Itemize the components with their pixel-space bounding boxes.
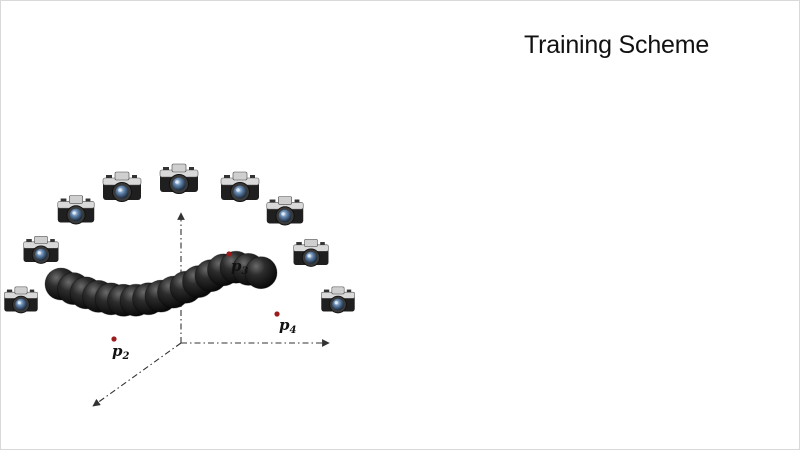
camera-icon <box>102 171 142 202</box>
axes <box>92 212 330 407</box>
camera-icon <box>266 196 304 226</box>
point-label-p3: p3 <box>231 257 249 277</box>
point-label-p4: p4 <box>279 316 297 336</box>
axis-y <box>92 342 182 407</box>
camera-icon <box>220 171 260 202</box>
sphere-trajectory <box>44 250 278 317</box>
point-marker-p4 <box>274 311 280 317</box>
slide-title: Training Scheme <box>524 31 710 59</box>
trajectory-sphere <box>244 256 278 290</box>
camera-icon <box>159 163 199 194</box>
camera-icon <box>293 238 329 267</box>
camera-icon <box>320 286 356 314</box>
point-marker-p2 <box>111 336 117 342</box>
camera-icon <box>23 235 59 264</box>
point-label-p2: p2 <box>112 342 130 362</box>
camera-icon <box>3 286 39 314</box>
camera-icon <box>57 195 95 225</box>
sample-points: p2 p3 p4 <box>111 251 297 362</box>
point-marker-p3 <box>226 251 232 257</box>
